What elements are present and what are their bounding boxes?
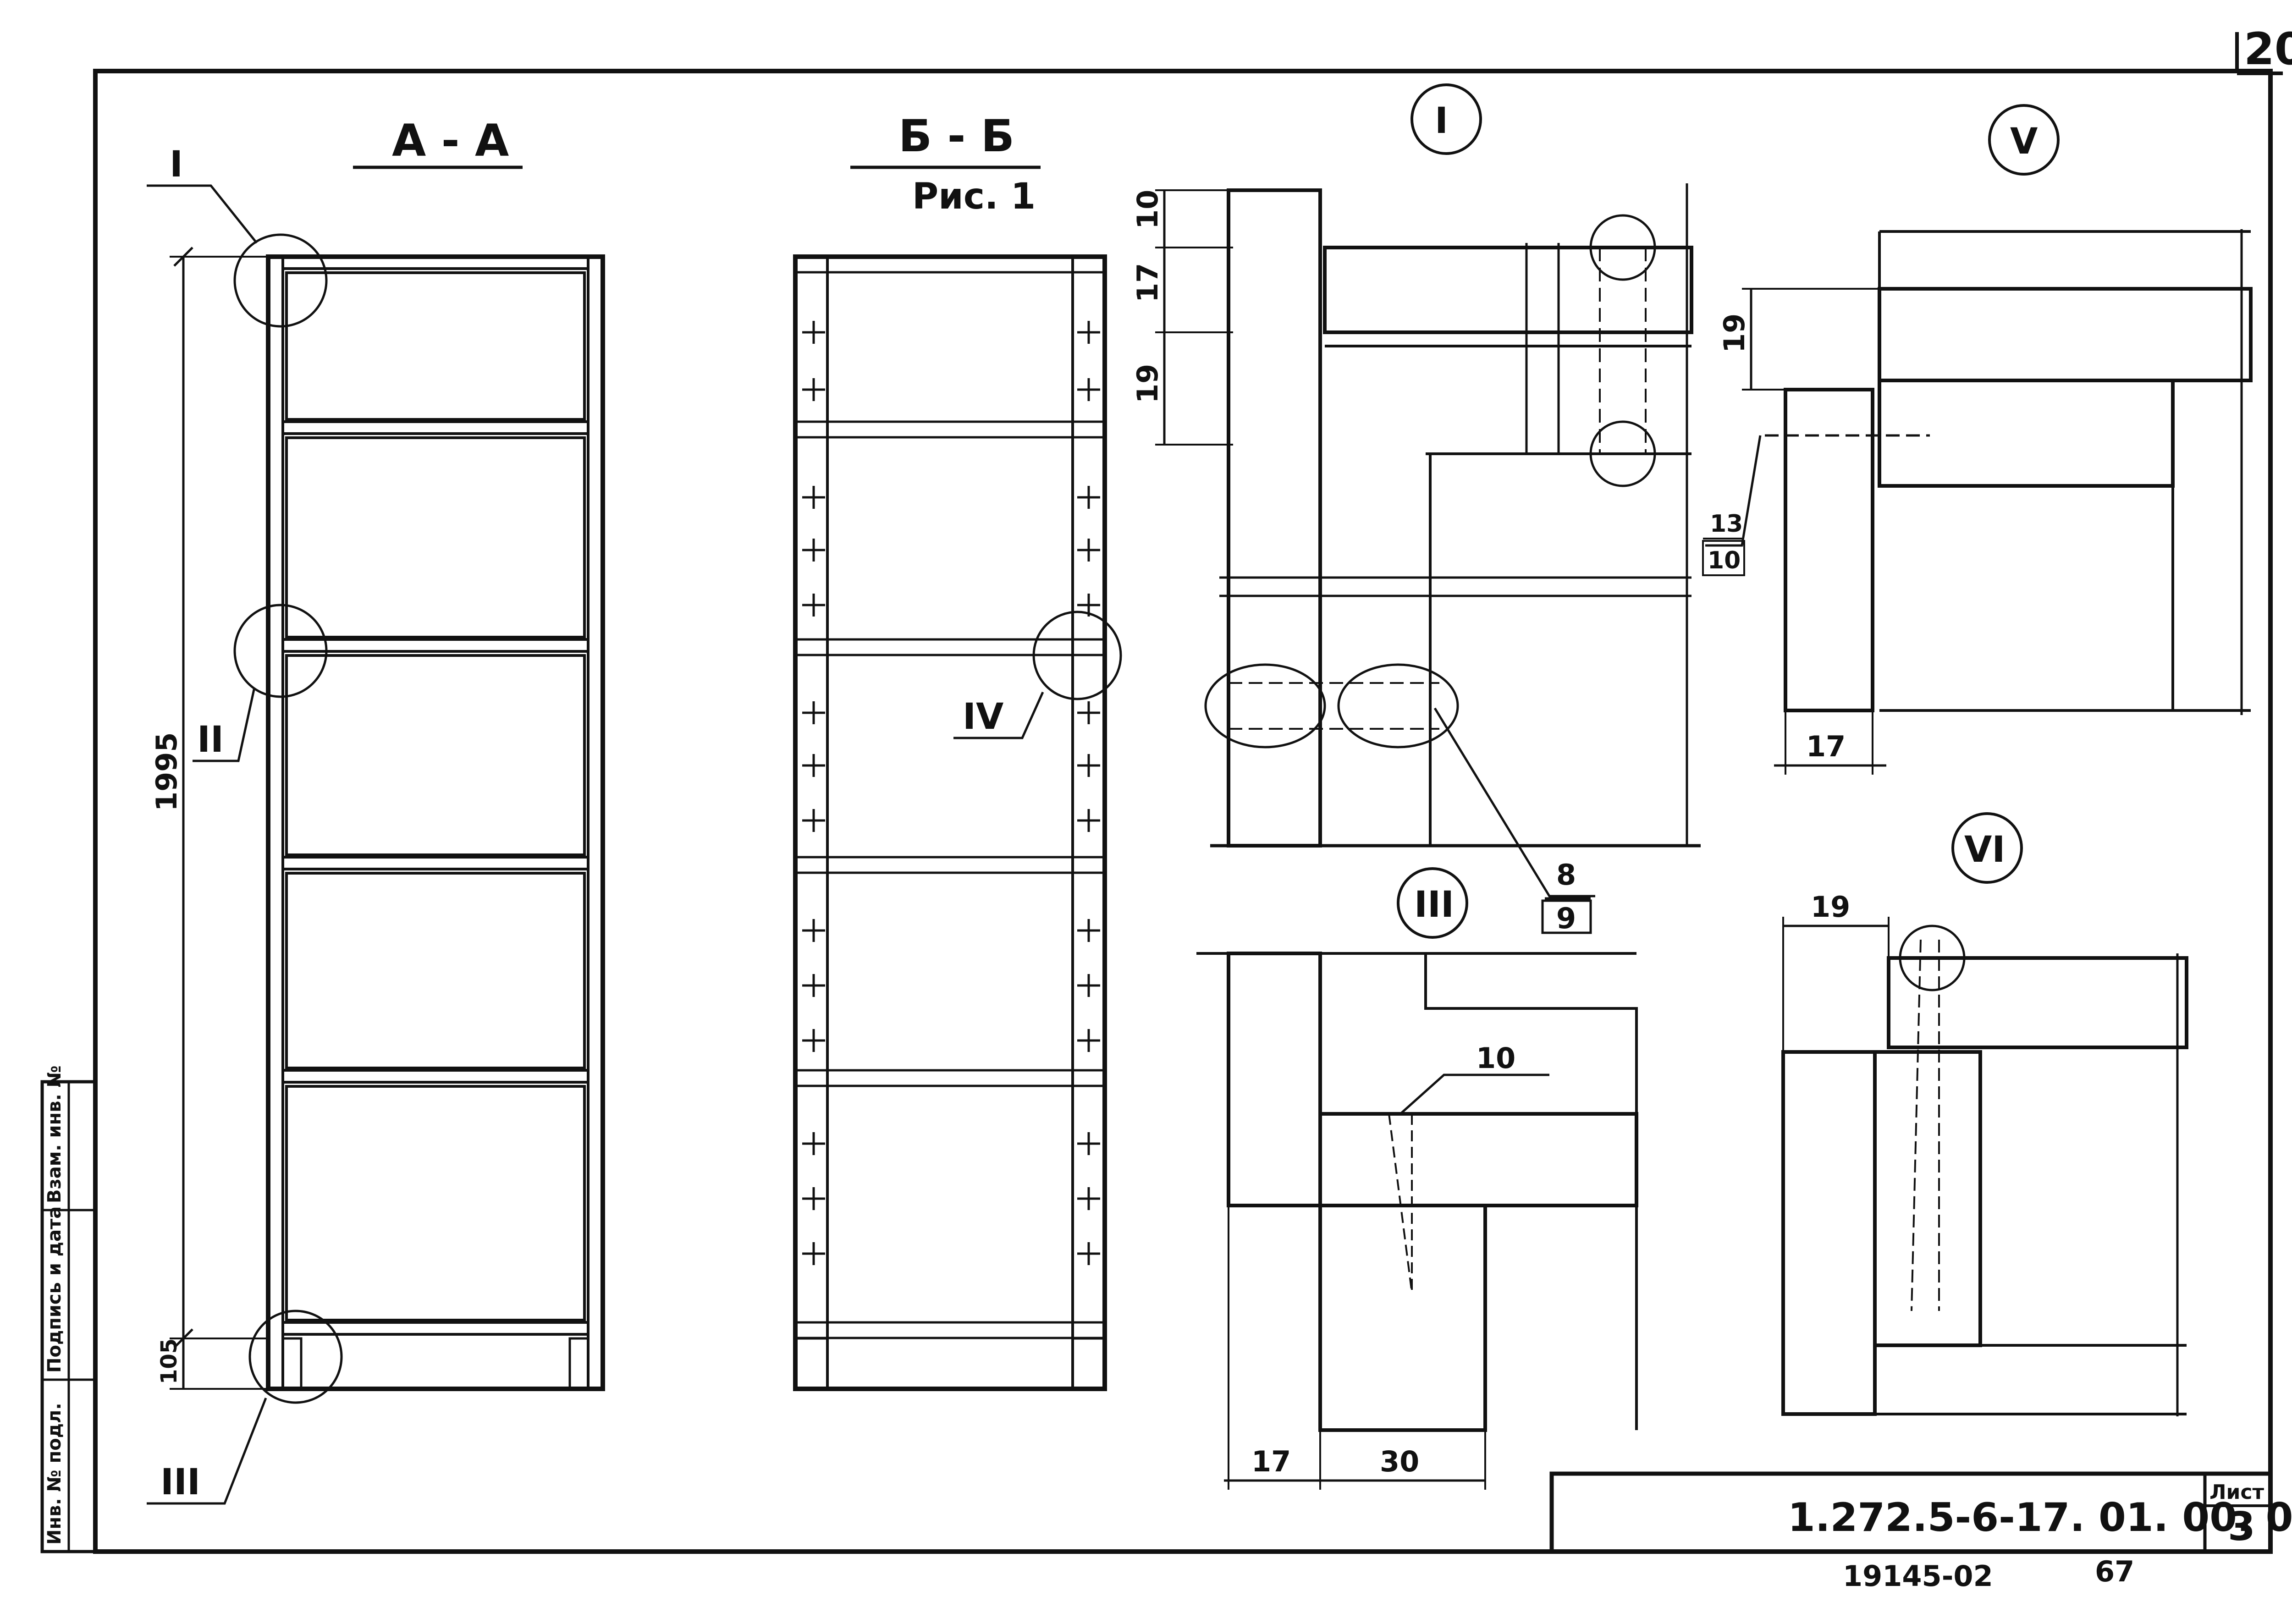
footer-page-ref: 67 <box>2095 1555 2134 1588</box>
doc-code: 1.272.5-6-17. 01. 00. 00 СБ <box>1788 1495 2292 1541</box>
callout-aa-III: III <box>160 1462 200 1503</box>
section-bb-caption: Рис. 1 <box>912 176 1036 217</box>
detail-V-label: V <box>2010 121 2038 162</box>
drawing-frame <box>93 32 2283 1554</box>
dim-I-19: 19 <box>1131 364 1164 403</box>
pos-10b: 10 <box>1708 547 1741 574</box>
stamp-inv-podl: Инв. № подл. <box>44 1403 65 1545</box>
detail-VI-label: VI <box>1964 829 2005 870</box>
detail-VI: VI 19 <box>1781 812 2188 1416</box>
section-bb: Б - Б Рис. 1 IV <box>793 110 1122 1391</box>
detail-I-label: I <box>1435 100 1448 142</box>
sheet-number: 3 <box>2228 1504 2255 1550</box>
stamp-column: Инв. № подл. Подпись и дата Взам. инв. № <box>40 1065 97 1553</box>
pos-8: 8 <box>1556 858 1576 892</box>
title-block: Лист 3 1.272.5-6-17. 01. 00. 00 СБ <box>1549 1471 2292 1552</box>
dim-V-17: 17 <box>1806 730 1846 763</box>
dim-VI-19: 19 <box>1811 890 1850 924</box>
pos-9: 9 <box>1556 902 1576 935</box>
section-aa-title: А - А <box>392 115 509 166</box>
stamp-podpis-data: Подпись и дата <box>44 1206 65 1373</box>
page-number: 204 <box>2244 23 2292 75</box>
dim-plinth-height: 105 <box>156 1338 182 1384</box>
sheet-label: Лист <box>2209 1481 2264 1504</box>
dim-III-30: 30 <box>1380 1445 1419 1478</box>
archive-number: 19145-02 <box>1843 1559 1993 1593</box>
detail-I: I 8 9 10 17 19 <box>1131 83 1701 935</box>
callout-bb-IV: IV <box>963 696 1003 738</box>
section-bb-title: Б - Б <box>898 110 1014 162</box>
dim-V-19: 19 <box>1718 314 1751 353</box>
pos-13: 13 <box>1710 510 1743 538</box>
dim-I-17: 17 <box>1131 263 1164 303</box>
callout-aa-II: II <box>197 719 224 760</box>
stamp-vzam-inv: Взам. инв. № <box>44 1065 65 1203</box>
section-aa: А - А 1995 105 <box>147 115 605 1505</box>
detail-III-label: III <box>1414 884 1454 925</box>
callout-aa-I: I <box>170 144 183 185</box>
detail-V: V 19 13 10 17 <box>1702 104 2253 775</box>
pos-10: 10 <box>1476 1041 1515 1075</box>
detail-III: III 10 17 30 <box>1196 867 1638 1490</box>
dim-I-10: 10 <box>1131 190 1164 229</box>
dim-overall-height: 1995 <box>150 732 183 811</box>
dim-III-17: 17 <box>1251 1445 1291 1478</box>
